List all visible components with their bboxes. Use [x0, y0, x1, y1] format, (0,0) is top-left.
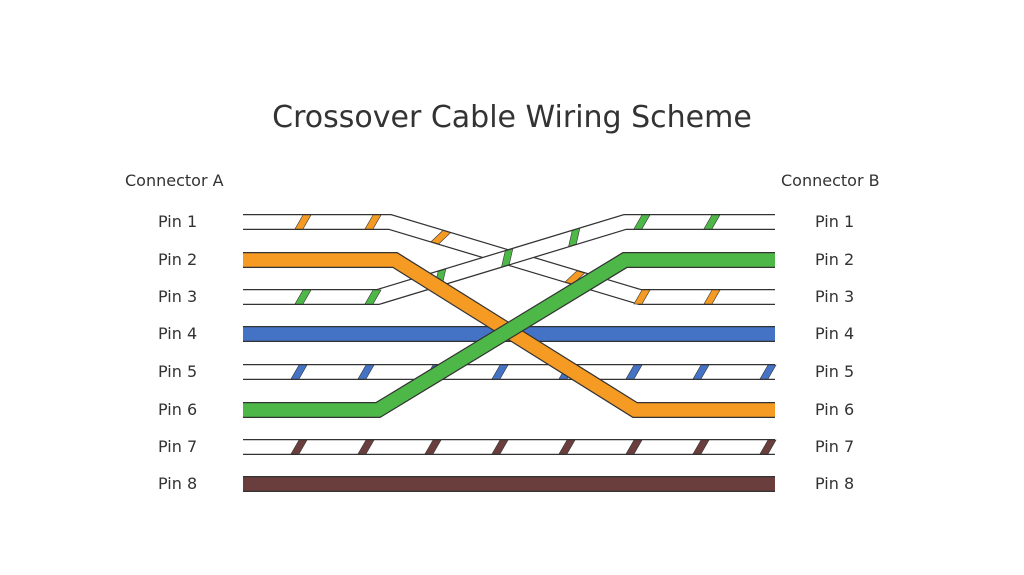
- wire-white-orange-stripe: [294, 214, 312, 230]
- connector-b-pin-5-label: Pin 5: [815, 362, 855, 381]
- wire-white-brown-stripe: [491, 439, 509, 455]
- wire-white-green-stripe: [294, 289, 312, 305]
- wire-white-blue-stripe: [692, 364, 710, 380]
- connector-a-pin-6-label: Pin 6: [158, 400, 198, 419]
- wire-white-brown-stripe: [290, 439, 308, 455]
- connector-a-pin-3-label: Pin 3: [158, 287, 198, 306]
- wire-white-blue-stripe: [759, 364, 777, 380]
- wire-white-orange-stripe: [364, 214, 382, 230]
- connector-a-pin-1-label: Pin 1: [158, 212, 198, 231]
- wire-white-brown-stripe: [357, 439, 375, 455]
- connector-a-pin-8-label: Pin 8: [158, 474, 198, 493]
- connector-a-pin-7-label: Pin 7: [158, 437, 198, 456]
- connector-b-pin-4-label: Pin 4: [815, 324, 855, 343]
- connector-b-pin-2-label: Pin 2: [815, 250, 855, 269]
- wire-white-green-stripe: [703, 214, 721, 230]
- wire-white-brown-stripe: [692, 439, 710, 455]
- wire-white-orange-stripe: [564, 270, 586, 285]
- connector-b-label: Connector B: [781, 171, 880, 190]
- wire-white-green-stripe: [501, 248, 514, 268]
- wire-white-blue-stripe: [491, 364, 509, 380]
- wire-white-green-stripe: [364, 289, 382, 305]
- wire-white-blue-stripe: [625, 364, 643, 380]
- wire-white-brown-stripe: [759, 439, 777, 455]
- wire-white-orange-stripe: [703, 289, 721, 305]
- wire-white-brown-stripe: [558, 439, 576, 455]
- connector-b-pin-8-label: Pin 8: [815, 474, 855, 493]
- wire-white-green-stripe: [568, 227, 581, 247]
- wire-white-brown: [243, 439, 777, 455]
- wire-white-orange-stripe: [430, 230, 452, 245]
- wire-white-blue: [243, 364, 777, 380]
- connector-b-pin-1-label: Pin 1: [815, 212, 855, 231]
- connector-a-pin-2-label: Pin 2: [158, 250, 198, 269]
- connector-b-pin-7-label: Pin 7: [815, 437, 855, 456]
- wire-white-brown-stripe: [424, 439, 442, 455]
- wire-green: [243, 252, 775, 418]
- wire-white-brown-stripe: [625, 439, 643, 455]
- connector-a-pin-4-label: Pin 4: [158, 324, 198, 343]
- wire-white-orange-stripe: [633, 289, 651, 305]
- wire-white-blue-stripe: [290, 364, 308, 380]
- connector-a-label: Connector A: [125, 171, 224, 190]
- wire-white-blue-stripe: [357, 364, 375, 380]
- connector-b-pin-6-label: Pin 6: [815, 400, 855, 419]
- connector-a-pin-5-label: Pin 5: [158, 362, 198, 381]
- connector-b-pin-3-label: Pin 3: [815, 287, 855, 306]
- wire-white-green-stripe: [633, 214, 651, 230]
- diagram-title: Crossover Cable Wiring Scheme: [272, 100, 752, 135]
